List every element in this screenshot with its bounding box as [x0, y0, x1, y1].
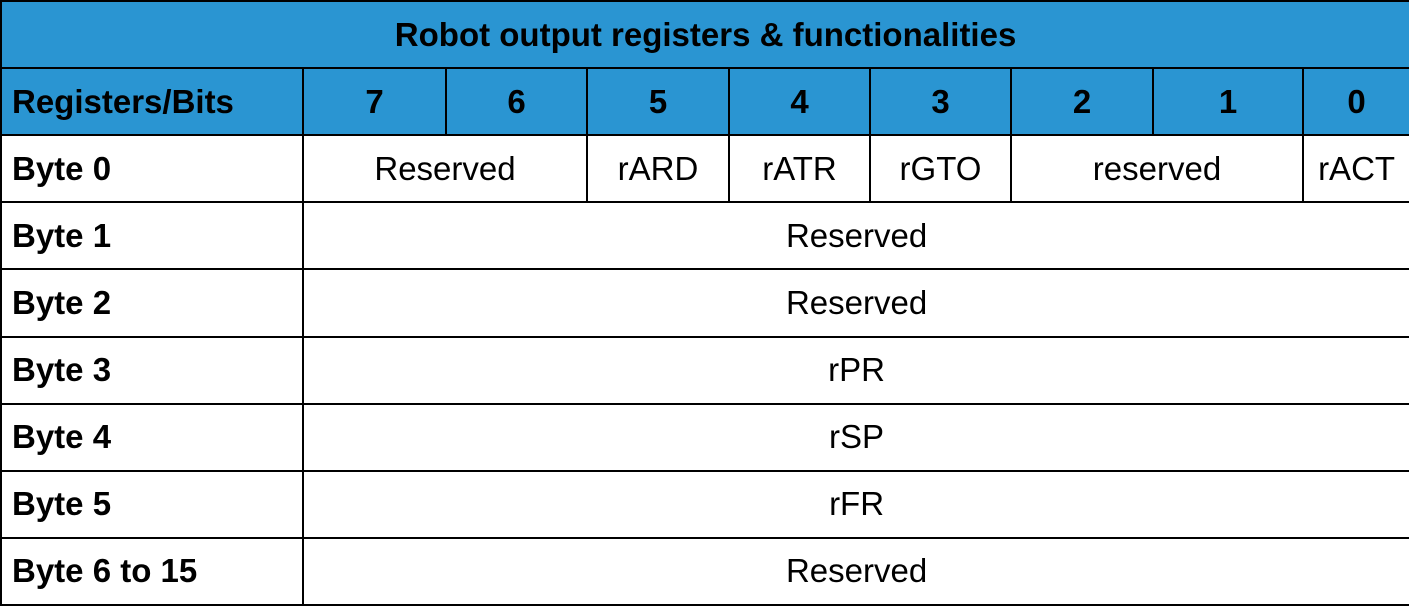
header-bit-6: 6 — [445, 67, 588, 137]
cell-byte0-bit-4: rATR — [728, 134, 871, 204]
header-bit-7: 7 — [302, 67, 447, 137]
row-label: Byte 5 — [0, 469, 304, 539]
row-value: rSP — [301, 402, 1409, 472]
row-value: rFR — [301, 469, 1409, 539]
row-label: Byte 4 — [0, 402, 304, 472]
row-label: Byte 1 — [0, 201, 304, 271]
row-label: Byte 0 — [0, 134, 304, 204]
row-label: Byte 2 — [0, 268, 304, 338]
table-row-byte-1: Byte 1 Reserved — [0, 201, 1409, 271]
row-value: Reserved — [301, 201, 1409, 271]
header-bit-5: 5 — [586, 67, 730, 137]
table-row-byte-0: Byte 0 Reserved rARD rATR rGTO reserved … — [0, 134, 1409, 204]
table-row-byte-3: Byte 3 rPR — [0, 335, 1409, 405]
row-label: Byte 6 to 15 — [0, 536, 304, 606]
title-row: Robot output registers & functionalities — [0, 0, 1409, 70]
header-bit-0: 0 — [1301, 67, 1409, 137]
cell-byte0-bit-0: rACT — [1301, 134, 1409, 204]
cell-byte0-bit-3: rGTO — [869, 134, 1012, 204]
row-label: Byte 3 — [0, 335, 304, 405]
header-bit-2: 2 — [1010, 67, 1154, 137]
row-value: Reserved — [301, 268, 1409, 338]
row-value: Reserved — [301, 536, 1409, 606]
header-bit-3: 3 — [869, 67, 1012, 137]
header-bit-1: 1 — [1152, 67, 1304, 137]
table-row-byte-4: Byte 4 rSP — [0, 402, 1409, 472]
table-row-byte-6-to-15: Byte 6 to 15 Reserved — [0, 536, 1409, 606]
cell-byte0-bit-5: rARD — [586, 134, 730, 204]
table-title: Robot output registers & functionalities — [0, 0, 1409, 70]
table-row-byte-2: Byte 2 Reserved — [0, 268, 1409, 338]
header-bit-4: 4 — [728, 67, 871, 137]
table-row-byte-5: Byte 5 rFR — [0, 469, 1409, 539]
cell-byte0-bits-2-1: reserved — [1010, 134, 1304, 204]
row-value: rPR — [301, 335, 1409, 405]
header-row: Registers/Bits 7 6 5 4 3 2 1 0 — [0, 67, 1409, 137]
cell-byte0-bits-7-6: Reserved — [302, 134, 588, 204]
header-registers-bits: Registers/Bits — [0, 67, 304, 137]
